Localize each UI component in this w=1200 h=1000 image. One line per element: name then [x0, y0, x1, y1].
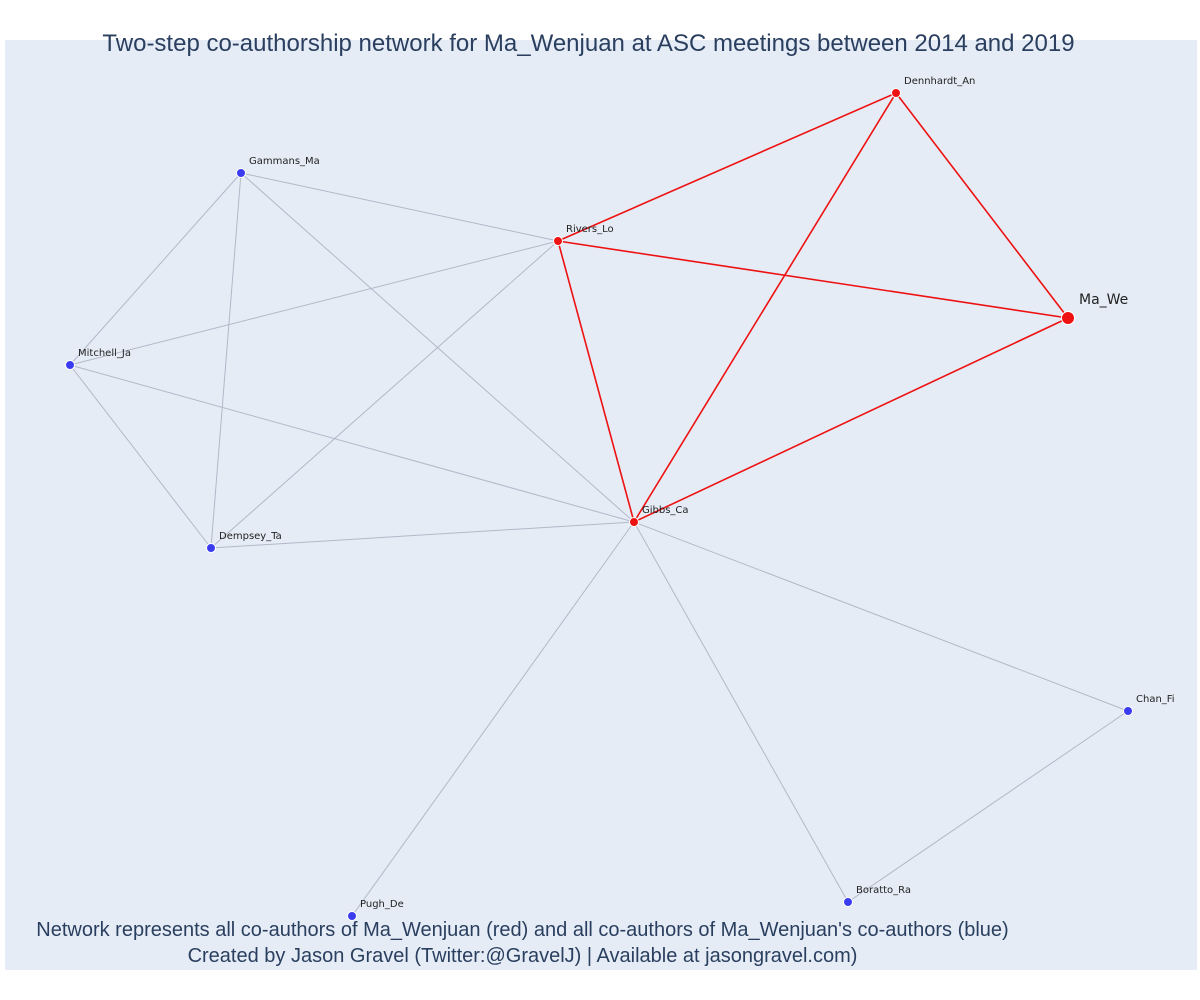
- node-label: Gibbs_Ca: [642, 505, 689, 516]
- edge-Dennhardt_An-Ma_We: [895, 92, 1069, 319]
- footnote-line-1: Network represents all co-authors of Ma_…: [36, 919, 1009, 941]
- node-Boratto_Ra[interactable]: Boratto_Ra: [843, 885, 912, 907]
- edge-Gibbs_Ca-Ma_We: [633, 317, 1069, 523]
- node-Rivers_Lo[interactable]: Rivers_Lo: [553, 224, 614, 246]
- edge-Gibbs_Ca-Pugh_De: [351, 521, 635, 917]
- edge-Gibbs_Ca-Chan_Fi: [633, 521, 1129, 712]
- edge-Mitchell_Ja-Dempsey_Ta: [69, 364, 212, 549]
- node-marker[interactable]: [1123, 706, 1133, 716]
- node-Mitchell_Ja[interactable]: Mitchell_Ja: [65, 348, 131, 370]
- edge-Rivers_Lo-Ma_We: [557, 240, 1069, 319]
- edge-Dempsey_Ta-Gibbs_Ca: [210, 521, 635, 549]
- node-marker[interactable]: [553, 236, 563, 246]
- node-marker[interactable]: [206, 543, 216, 553]
- chart-title: Two-step co-authorship network for Ma_We…: [102, 30, 1075, 57]
- node-label: Mitchell_Ja: [78, 348, 131, 359]
- edge-Mitchell_Ja-Gibbs_Ca: [69, 364, 635, 523]
- node-Pugh_De[interactable]: Pugh_De: [347, 899, 404, 921]
- plot-background: [5, 40, 1197, 970]
- edge-Gammans_Ma-Rivers_Lo: [240, 172, 559, 242]
- edges-layer: [69, 92, 1129, 917]
- node-marker[interactable]: [1061, 311, 1075, 325]
- node-Ma_We[interactable]: Ma_We: [1061, 292, 1129, 325]
- edge-Dempsey_Ta-Rivers_Lo: [210, 240, 559, 549]
- node-label: Dempsey_Ta: [219, 531, 282, 542]
- node-Chan_Fi[interactable]: Chan_Fi: [1123, 694, 1175, 716]
- edge-Mitchell_Ja-Rivers_Lo: [69, 240, 559, 366]
- node-marker[interactable]: [65, 360, 75, 370]
- edge-Gammans_Ma-Mitchell_Ja: [69, 172, 242, 366]
- node-Dennhardt_An[interactable]: Dennhardt_An: [891, 76, 976, 98]
- node-label: Boratto_Ra: [856, 885, 911, 896]
- footnote-line-2: Created by Jason Gravel (Twitter:@Gravel…: [187, 945, 858, 967]
- node-label: Pugh_De: [360, 899, 404, 910]
- edge-Rivers_Lo-Gibbs_Ca: [557, 240, 635, 523]
- node-marker[interactable]: [629, 517, 639, 527]
- node-label: Rivers_Lo: [566, 224, 614, 235]
- node-label: Ma_We: [1079, 292, 1128, 308]
- node-label: Dennhardt_An: [904, 76, 975, 87]
- edge-Gibbs_Ca-Boratto_Ra: [633, 521, 849, 903]
- node-marker[interactable]: [891, 88, 901, 98]
- node-marker[interactable]: [843, 897, 853, 907]
- node-label: Gammans_Ma: [249, 156, 320, 167]
- edge-Gammans_Ma-Dempsey_Ta: [210, 172, 242, 549]
- edge-Rivers_Lo-Dennhardt_An: [557, 92, 897, 242]
- node-marker[interactable]: [236, 168, 246, 178]
- node-Gibbs_Ca[interactable]: Gibbs_Ca: [629, 505, 689, 527]
- edge-Chan_Fi-Boratto_Ra: [847, 710, 1129, 903]
- node-Gammans_Ma[interactable]: Gammans_Ma: [236, 156, 320, 178]
- node-label: Chan_Fi: [1136, 694, 1175, 705]
- edge-Dennhardt_An-Gibbs_Ca: [633, 92, 897, 523]
- node-marker[interactable]: [347, 911, 357, 921]
- node-Dempsey_Ta[interactable]: Dempsey_Ta: [206, 531, 282, 553]
